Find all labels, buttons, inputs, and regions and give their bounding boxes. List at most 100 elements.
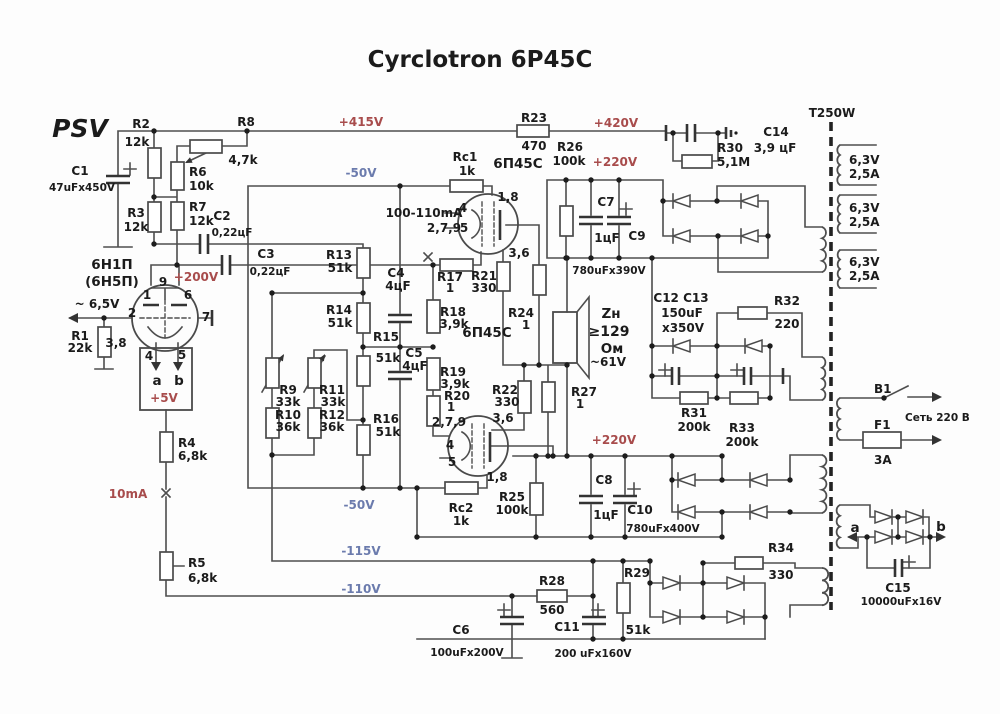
value-r32: 220	[774, 317, 799, 331]
value-r27: 1	[576, 397, 584, 411]
value-c8: 1цF	[593, 508, 618, 522]
label-c7: C7	[597, 195, 614, 209]
label-r10: R10	[275, 408, 301, 422]
label-r8: R8	[237, 115, 255, 129]
value-r13: 51k	[328, 261, 354, 275]
mains-net-label: Сеть 220 В	[905, 412, 970, 424]
value-c4: 4цF	[385, 279, 410, 293]
resistor-r16	[356, 424, 371, 456]
labels-layer: Cyrclotron 6P45C PSV +415V +420V +220V +…	[49, 47, 970, 660]
label-r28: R28	[539, 574, 565, 588]
resistor-r22	[517, 380, 532, 414]
cathode-output-box	[139, 347, 193, 411]
pin-1: 1	[143, 288, 151, 302]
label-c14: C14	[763, 125, 789, 139]
wires-psu-upper	[546, 179, 823, 538]
label-r22: R22	[492, 383, 518, 397]
label-r18: R18	[440, 305, 466, 319]
resistor-r1	[97, 326, 112, 358]
label-r1: R1	[71, 329, 89, 343]
lv-a-arrow	[847, 532, 857, 542]
tube-6p45c-lower	[447, 415, 509, 477]
pin-6: 6	[184, 288, 192, 302]
label-r14: R14	[326, 303, 352, 317]
resistor-r15	[356, 355, 371, 387]
resistor-r32	[737, 306, 768, 320]
value-r34: 330	[768, 568, 793, 582]
pin-5-t3: 5	[448, 455, 456, 469]
value-c11: 200 uFx160V	[554, 648, 632, 660]
resistor-r31	[679, 391, 709, 405]
resistor-bodies	[97, 124, 902, 614]
fuse-rating: 3A	[874, 453, 892, 467]
resistor-r2	[147, 147, 162, 179]
pin-279-t2: 2,7,9	[427, 221, 461, 235]
label-tube3: 6П45С	[462, 325, 511, 341]
speaker-zn: Zн	[601, 306, 620, 322]
voltage-m110: -110V	[341, 582, 381, 596]
label-r26: R26	[557, 140, 583, 154]
resistor-r26	[559, 205, 574, 237]
value-r15: 51k	[376, 351, 402, 365]
label-r7: R7	[189, 200, 207, 214]
potentiometer-r8	[189, 139, 223, 154]
label-c9: C9	[628, 229, 645, 243]
pin-4-t1: 4	[145, 349, 153, 363]
value-r26: 100k	[552, 154, 586, 168]
trim-r11-arrow	[319, 354, 325, 362]
heater2-v: 6,3V	[849, 201, 880, 215]
pin-a: a	[152, 373, 161, 389]
value-r12: 36k	[320, 420, 346, 434]
arrowheads	[68, 157, 946, 542]
resistor-rc2	[444, 481, 479, 495]
value-r22: 330	[494, 395, 519, 409]
resistor-r20	[426, 395, 441, 427]
fuse-f1-label: F1	[874, 418, 891, 432]
label-r30: R30	[717, 141, 743, 155]
wires-output-stage	[416, 212, 723, 538]
value-c3: 0,22цF	[250, 266, 291, 278]
label-c4: C4	[387, 266, 404, 280]
resistor-r18	[426, 299, 441, 334]
voltage-420: +420V	[594, 116, 639, 130]
value-r11: 33k	[321, 395, 347, 409]
resistor-r34	[734, 556, 764, 570]
label-r31: R31	[681, 406, 707, 420]
value-r16: 51k	[376, 425, 402, 439]
label-r17: R17	[437, 270, 463, 284]
resistor-r17	[439, 258, 474, 272]
value-r31: 200k	[677, 420, 711, 434]
heater1-a: 2,5A	[849, 167, 880, 181]
value-r19: 3,9k	[440, 377, 470, 391]
label-tube1-alt: (6Н5П)	[85, 274, 139, 290]
value-r28: 560	[539, 603, 564, 617]
value-r9: 33k	[276, 395, 302, 409]
fuse-f1	[862, 431, 902, 449]
voltage-200: +200V	[174, 270, 219, 284]
value-r33: 200k	[725, 435, 759, 449]
resistor-r23	[516, 124, 550, 138]
label-r5: R5	[188, 556, 206, 570]
label-r2: R2	[132, 117, 150, 131]
value-c9: 780uFx390V	[572, 265, 646, 277]
value-r17: 1	[446, 281, 454, 295]
resistor-rc1	[449, 179, 484, 193]
pin-7: 7	[202, 310, 210, 324]
value-r18: 3,9k	[439, 317, 469, 331]
hv-winding-3	[818, 454, 828, 514]
transformer-t250w	[818, 122, 843, 610]
value-c2: 0,22цF	[212, 227, 253, 239]
value-c6: 100uFx200V	[430, 647, 504, 659]
tube-envelope	[457, 193, 519, 255]
switch-b1-label: B1	[874, 382, 892, 396]
lv-winding	[835, 504, 843, 550]
current-10ma: 10mA	[109, 487, 148, 501]
lv-b-arrow	[936, 532, 946, 542]
tube-envelope	[131, 284, 199, 352]
psv-label: PSV	[52, 114, 109, 143]
hv-winding-2	[819, 356, 827, 402]
value-r14: 51k	[328, 316, 354, 330]
heater-winding-2	[836, 194, 842, 234]
heater-winding-1	[836, 144, 842, 186]
